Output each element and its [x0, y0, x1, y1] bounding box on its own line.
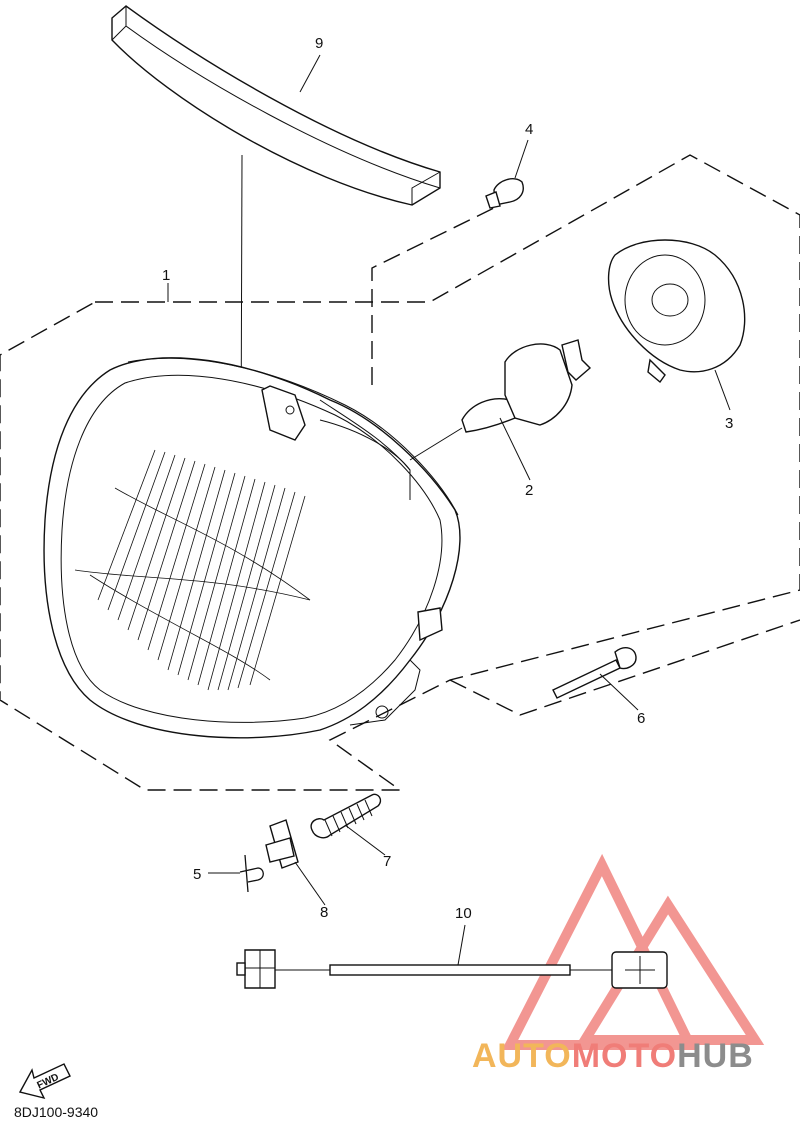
- screw-part-6: [552, 647, 639, 711]
- part-label-1: 1: [162, 267, 170, 284]
- cover-part-3: [607, 239, 746, 411]
- lead-wire-part-10: [236, 924, 668, 989]
- screw-part-4: [485, 139, 529, 209]
- part-label-10: 10: [455, 905, 472, 922]
- bulb-part-2: [409, 339, 592, 481]
- watermark-text-hub: HUB: [677, 1037, 754, 1075]
- headlight-unit: [43, 357, 461, 739]
- part-label-9: 9: [315, 35, 323, 52]
- forward-arrow-label: FWD: [35, 1072, 60, 1092]
- forward-arrow-icon: FWD: [18, 1063, 71, 1100]
- lens-pattern: [74, 449, 311, 691]
- assembly-outline-lower: [449, 619, 800, 716]
- watermark-text: AUTOMOTOHUB: [472, 1037, 754, 1075]
- spring-part-7: [310, 793, 386, 856]
- clip-part-5: [208, 854, 264, 893]
- assembly-outline-bracket: [371, 204, 501, 385]
- part-label-7: 7: [383, 853, 391, 870]
- part-label-4: 4: [525, 121, 533, 138]
- part-label-3: 3: [725, 415, 733, 432]
- part-label-8: 8: [320, 904, 328, 921]
- part-label-5: 5: [193, 866, 201, 883]
- part-label-2: 2: [525, 482, 533, 499]
- diagram-code: 8DJ100-9340: [14, 1104, 98, 1120]
- part-label-6: 6: [637, 710, 645, 727]
- nut-part-8: [265, 819, 326, 906]
- visor-strip: [111, 5, 441, 461]
- watermark-text-auto: AUTO: [472, 1037, 572, 1075]
- watermark-text-moto: MOTO: [572, 1037, 677, 1075]
- assembly-outline: [0, 154, 800, 791]
